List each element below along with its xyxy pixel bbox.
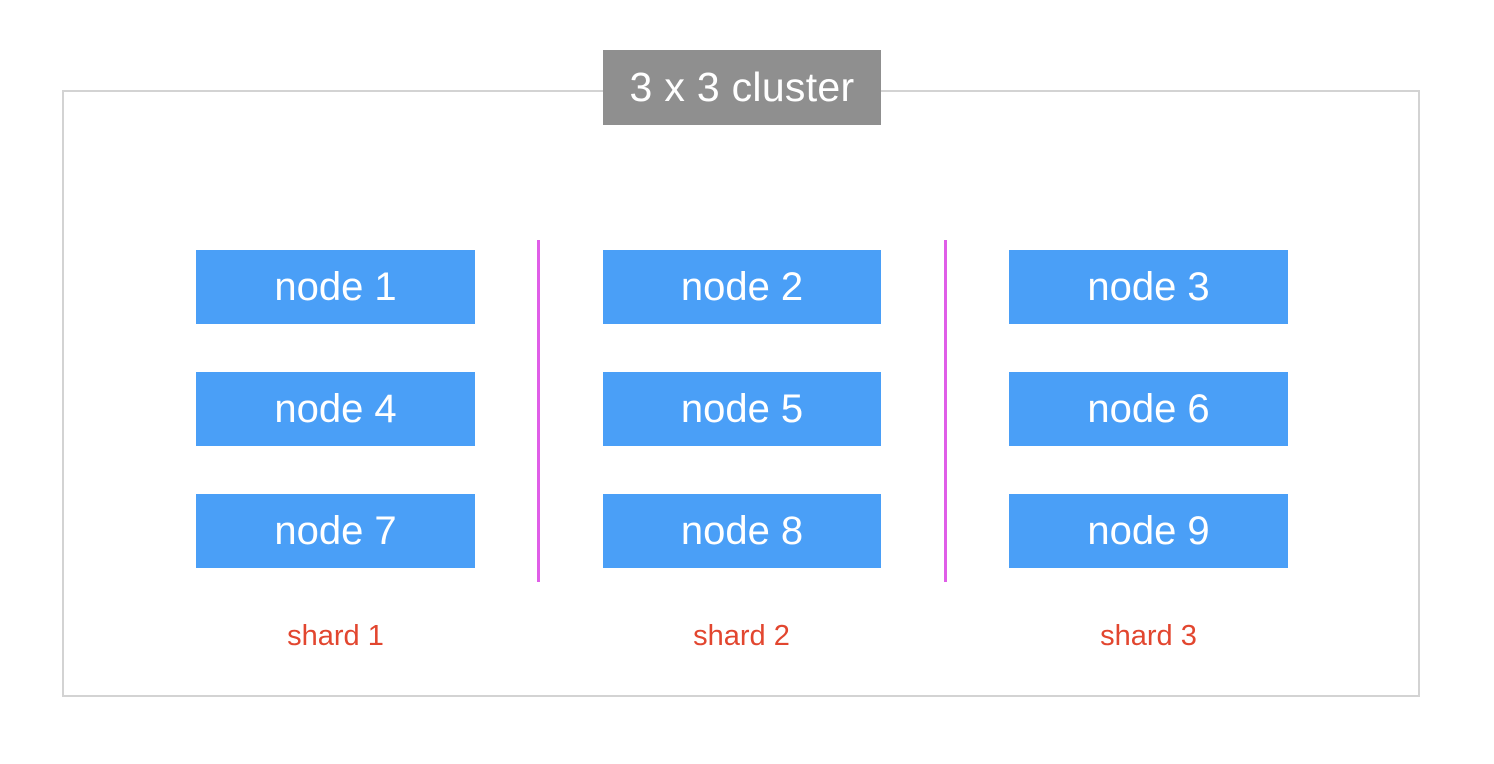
shard-divider xyxy=(537,240,540,582)
node-box: node 4 xyxy=(196,372,475,446)
shard-divider xyxy=(944,240,947,582)
shard-label: shard 1 xyxy=(287,619,384,652)
cluster-title: 3 x 3 cluster xyxy=(603,50,881,125)
node-box: node 2 xyxy=(603,250,881,324)
shard-label: shard 2 xyxy=(693,619,790,652)
node-box: node 5 xyxy=(603,372,881,446)
node-box: node 1 xyxy=(196,250,475,324)
node-box: node 9 xyxy=(1009,494,1288,568)
node-box: node 8 xyxy=(603,494,881,568)
node-box: node 7 xyxy=(196,494,475,568)
node-box: node 6 xyxy=(1009,372,1288,446)
node-box: node 3 xyxy=(1009,250,1288,324)
shard-label: shard 3 xyxy=(1100,619,1197,652)
